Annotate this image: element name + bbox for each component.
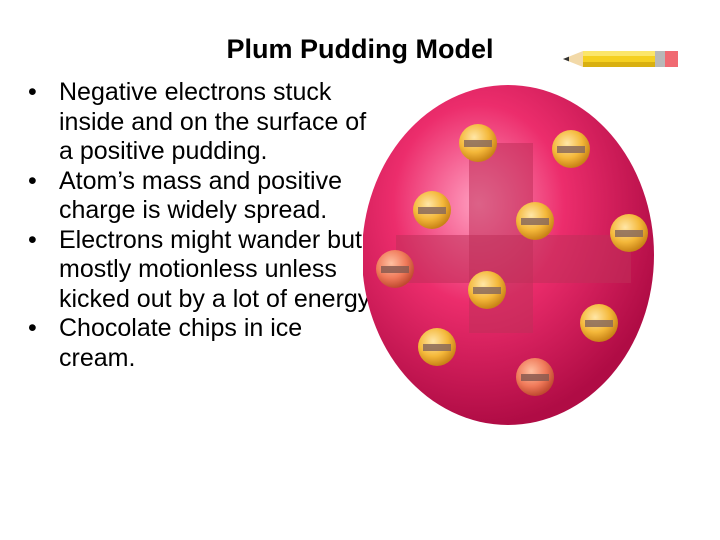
pencil-tip (563, 51, 583, 67)
bullet-item: • Negative electrons stuck inside and on… (28, 78, 378, 167)
bullet-marker: • (28, 78, 37, 106)
bullet-text: Chocolate chips in ice cream. (59, 314, 303, 372)
electron (552, 130, 590, 168)
pencil-body-shadow (583, 62, 655, 67)
electron (459, 124, 497, 162)
slide-title: Plum Pudding Model (226, 34, 494, 64)
bullet-list: • Negative electrons stuck inside and on… (28, 78, 378, 373)
pencil-lead (563, 56, 569, 62)
electron (413, 191, 451, 229)
electron (580, 304, 618, 342)
electron (516, 358, 554, 396)
pencil-ferrule (655, 51, 665, 67)
bullet-marker: • (28, 166, 37, 195)
bullet-marker: • (28, 314, 37, 342)
bullet-marker: • (28, 225, 37, 254)
plus-sign-horizontal (396, 235, 631, 283)
electron (610, 214, 648, 252)
electron (468, 271, 506, 309)
pencil-icon (563, 51, 678, 67)
bullet-text: Electrons might wander but mostly motion… (59, 225, 376, 313)
plum-pudding-atom (363, 85, 654, 425)
pencil-eraser (665, 51, 678, 67)
bullet-text: Atom’s mass and positive charge is widel… (59, 166, 342, 225)
electron (376, 250, 414, 288)
bullet-item: • Chocolate chips in ice cream. (28, 314, 378, 373)
pencil-body-highlight (583, 51, 655, 56)
electron (418, 328, 456, 366)
bullet-item: • Atom’s mass and positive charge is wid… (28, 167, 378, 226)
electron (516, 202, 554, 240)
bullet-text: Negative electrons stuck inside and on t… (59, 78, 367, 165)
bullet-item: • Electrons might wander but mostly moti… (28, 226, 378, 315)
